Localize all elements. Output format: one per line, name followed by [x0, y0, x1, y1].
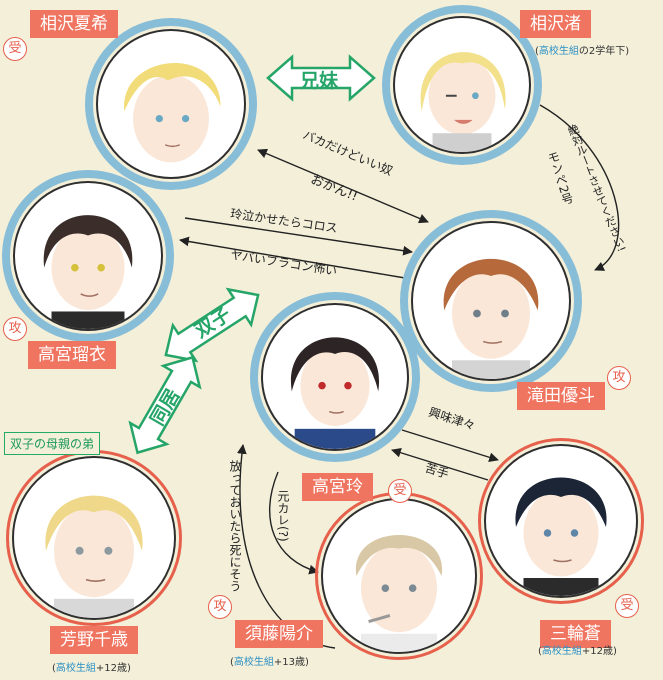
label-houtte: 放っておいたら死にそう: [228, 460, 242, 592]
arrow-zettai: [539, 104, 620, 271]
role-badge-yosuke: 攻: [208, 595, 232, 619]
name-tag-chitose: 芳野千歳: [50, 626, 138, 654]
portrait-ryui: [2, 170, 174, 342]
nagisa-meta: (高校生組の2学年下): [535, 46, 630, 57]
rei-face-icon: [290, 337, 380, 449]
name-tag-rei: 高宮玲: [302, 473, 373, 501]
ao-meta: (高校生組+12歳): [538, 646, 617, 657]
role-badge-ao: 受: [615, 594, 639, 618]
twins-arrow: [164, 287, 260, 363]
arrow-nigate: [391, 447, 489, 481]
ao-face-icon: [515, 477, 607, 596]
natsuki-face-icon: [124, 62, 221, 163]
mother-brother-note: 双子の母親の弟: [4, 432, 101, 455]
name-tag-natsuki: 相沢夏希: [30, 10, 118, 38]
arrow-reinaki: [184, 217, 413, 256]
portrait-ao: [478, 438, 644, 604]
siblings-arrow: [266, 54, 376, 102]
chitose-meta: (高校生組+12歳): [52, 663, 131, 674]
portrait-rei: [250, 292, 420, 462]
portrait-yuto: [400, 210, 582, 392]
arrow-baka: [257, 148, 429, 224]
label-moto-kare: 元カレ(?): [276, 490, 290, 542]
nagisa-face-icon: [420, 52, 506, 152]
yuto-face-icon: [443, 258, 539, 379]
name-tag-ryui: 高宮瑠衣: [28, 341, 116, 369]
role-badge-natsuki: 受: [3, 37, 27, 61]
role-badge-ryui: 攻: [3, 317, 27, 341]
name-tag-yosuke: 須藤陽介: [235, 620, 323, 648]
yosuke-face-icon: [355, 534, 443, 652]
role-badge-yuto: 攻: [607, 366, 631, 390]
portrait-yosuke: [315, 492, 483, 660]
name-tag-ao: 三輪蒼: [540, 620, 611, 648]
portrait-natsuki: [85, 18, 257, 190]
portrait-chitose: [6, 450, 182, 626]
portrait-nagisa: [382, 5, 542, 165]
name-tag-yuto: 滝田優斗: [517, 382, 605, 410]
arrow-kyoumi: [401, 429, 499, 463]
ryui-face-icon: [43, 215, 133, 329]
arrow-yabai: [179, 236, 406, 279]
chitose-face-icon: [45, 495, 143, 618]
siblings-label: 兄妹: [300, 70, 339, 92]
yosuke-meta: (高校生組+13歳): [230, 657, 309, 668]
cohabit-arrow: [128, 355, 202, 455]
arrow-moto-kare: [269, 471, 319, 575]
name-tag-nagisa: 相沢渚: [520, 10, 591, 38]
role-badge-rei: 受: [388, 479, 412, 503]
